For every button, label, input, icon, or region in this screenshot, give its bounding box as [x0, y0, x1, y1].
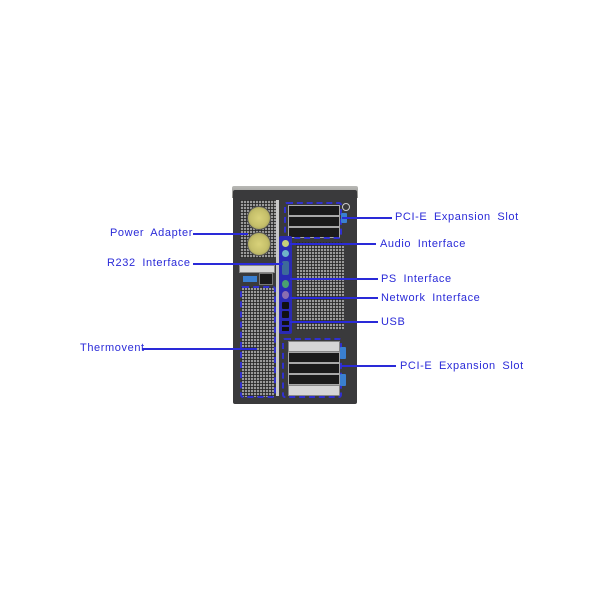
label-thermovent: Thermovent [80, 342, 145, 354]
ethernet-port-icon [282, 302, 289, 309]
thermovent-grille [241, 287, 275, 397]
pcie-slot [288, 352, 340, 363]
pcie-slot [288, 216, 340, 227]
leader-audio-interface [290, 243, 376, 245]
label-network-interface: Network Interface [381, 292, 481, 304]
label-pcie-expansion-slot-bottom: PCI-E Expansion Slot [400, 360, 524, 372]
pcie-slot [288, 363, 340, 374]
leader-usb [290, 321, 378, 323]
pcie-slot-top-highlight [284, 202, 342, 239]
label-usb: USB [381, 316, 406, 328]
label-power-adapter: Power Adapter [110, 227, 193, 239]
slot-clip [340, 374, 346, 386]
label-pcie-expansion-slot-top: PCI-E Expansion Slot [395, 211, 519, 223]
pcie-slot [288, 385, 340, 396]
pcie-slot [288, 341, 340, 352]
pcie-slot-bottom-highlight [282, 338, 342, 398]
leader-pcie-bottom [342, 365, 396, 367]
serial-port-icon [282, 261, 289, 275]
slot-clip [340, 347, 346, 359]
audio-jack-icon [282, 240, 289, 247]
leader-pcie-top [342, 217, 392, 219]
audio-jack-icon [282, 250, 289, 257]
leader-ps-interface [290, 278, 378, 280]
leader-r232-interface [193, 263, 283, 265]
usb-port-icon [282, 327, 289, 331]
pcie-slot [288, 374, 340, 385]
io-port-strip [279, 236, 292, 334]
psu-fan-icon [247, 232, 271, 256]
ps2-port-icon [282, 291, 289, 299]
psu-fan-icon [247, 206, 271, 230]
handle-bar [239, 265, 275, 273]
label-r232-interface: R232 Interface [107, 257, 191, 269]
center-divider [276, 200, 279, 396]
leader-thermovent [142, 348, 257, 350]
label-ps-interface: PS Interface [381, 273, 452, 285]
thermovent-highlight [240, 286, 276, 398]
leader-network-interface [290, 297, 378, 299]
lock-ring-icon [342, 203, 350, 211]
pcie-slot [288, 205, 340, 216]
main-vent-grille [296, 242, 344, 330]
label-audio-interface: Audio Interface [380, 238, 466, 250]
ethernet-port-icon [282, 311, 289, 318]
psu-release-latch [243, 276, 257, 282]
power-socket [259, 273, 273, 285]
ps2-port-icon [282, 280, 289, 288]
usb-port-icon [282, 321, 289, 325]
leader-power-adapter [193, 233, 248, 235]
